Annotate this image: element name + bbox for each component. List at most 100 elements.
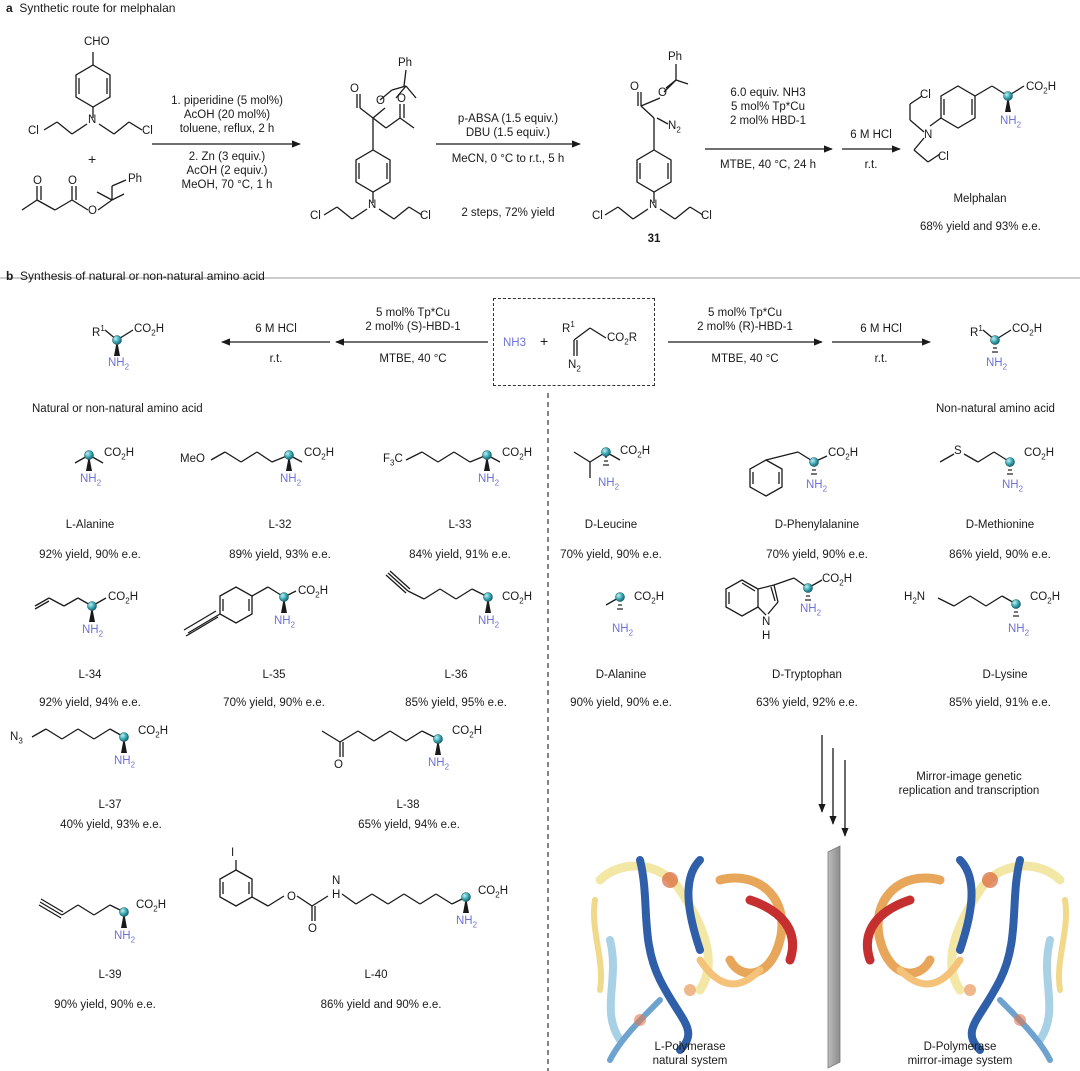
compound-yield: 90% yield, 90% e.e. [570, 697, 672, 709]
compound-name: L-38 [396, 799, 420, 811]
skel-d-leucine [573, 451, 621, 478]
center-diazo-structure [573, 327, 607, 356]
o-atom: O [287, 891, 296, 903]
co2r-group: CO2R [607, 332, 638, 347]
compound-name: D-Methionine [965, 519, 1035, 531]
o-atom: O [308, 923, 317, 935]
n2-group: N2 [668, 120, 681, 135]
n-atom: N [924, 129, 933, 141]
iodo-atom: I [231, 847, 235, 859]
rt-left: r.t. [269, 353, 283, 365]
cl-atom: Cl [592, 210, 603, 222]
skel-l-38 [321, 730, 439, 757]
n-atom: N [368, 199, 377, 211]
reactant-box [493, 298, 655, 386]
mirror-plane [827, 845, 841, 1069]
hcl-left: 6 M HCl [255, 323, 297, 335]
compound-name: L-Alanine [65, 519, 115, 531]
compound-name: L-39 [98, 969, 122, 981]
sm1-cho-label: CHO [84, 36, 110, 48]
co2h-group: CO2H [1012, 323, 1043, 338]
cl-atom: Cl [701, 210, 712, 222]
skel-l-40 [219, 860, 467, 921]
co2h-group: CO2H [134, 323, 165, 338]
nh2-group: NH2 [428, 757, 450, 772]
step4-solvent: MTBE, 40 °C, 24 h [720, 159, 816, 171]
wedge-l-32 [286, 455, 292, 471]
nh2-group: NH2 [1002, 479, 1024, 494]
compound-yield: 92% yield, 90% e.e. [39, 549, 141, 561]
right-caption: Non-natural amino acid [936, 403, 1055, 415]
co2h-group: CO2H [138, 725, 169, 740]
cl-atom: Cl [920, 89, 931, 101]
nh2-group: NH2 [806, 479, 828, 494]
compound-name: L-33 [448, 519, 472, 531]
o-atom: O [88, 205, 97, 217]
nh2-group: NH2 [478, 473, 500, 488]
n-atom: N [88, 114, 97, 126]
r1-group: R1 [562, 320, 575, 335]
compound-yield: 70% yield, 90% e.e. [560, 549, 662, 561]
stereocenter-atoms [84, 91, 1021, 917]
compound-name: L-40 [364, 969, 388, 981]
compound31-structure [604, 64, 704, 220]
intermediate-structure [323, 69, 423, 220]
nh2-group: NH2 [612, 623, 634, 638]
meo-group: MeO [180, 453, 205, 465]
skel-d-lysine [937, 595, 1017, 607]
co2h-group: CO2H [1024, 447, 1055, 462]
nh2-group: NH2 [1000, 115, 1022, 130]
wedge-box-left [114, 340, 120, 356]
left-caption: Natural or non-natural amino acid [32, 403, 203, 415]
wedge-l-36 [485, 597, 491, 613]
s-atom: S [954, 445, 962, 457]
nh2-group: NH2 [114, 930, 136, 945]
wedge-l-alanine [86, 455, 92, 471]
nh2-group: NH2 [280, 473, 302, 488]
compound-yield: 70% yield, 90% e.e. [766, 549, 868, 561]
step3-solvent: MeCN, 0 °C to r.t., 5 h [451, 153, 565, 165]
compound-name: D-Alanine [595, 669, 647, 681]
co2h-group: CO2H [452, 725, 483, 740]
step5-temp: r.t. [864, 159, 878, 171]
step3-yield: 2 steps, 72% yield [461, 207, 555, 219]
compound-name: L-35 [262, 669, 286, 681]
n-atom: N [649, 199, 658, 211]
nh2-group: NH2 [986, 357, 1008, 372]
step2-conditions: 2. Zn (3 equiv.)AcOH (2 equiv.)MeOH, 70 … [181, 151, 273, 191]
nh3-reagent: NH3 [503, 337, 527, 349]
o-atom: O [397, 93, 406, 105]
left-conditions-solvent: MTBE, 40 °C [379, 353, 447, 365]
co2h-group: CO2H [620, 445, 651, 460]
step3-conditions: p-ABSA (1.5 equiv.)DBU (1.5 equiv.) [457, 113, 559, 139]
skel-l-37 [31, 728, 125, 740]
compound-yield: 70% yield, 90% e.e. [223, 697, 325, 709]
wedge-l-37 [121, 737, 127, 753]
cl-atom: Cl [28, 125, 39, 137]
nh2-group: NH2 [800, 603, 822, 618]
nh2-group: NH2 [1008, 623, 1030, 638]
o-atom: O [334, 759, 343, 771]
compound-yield: 86% yield and 90% e.e. [320, 999, 442, 1011]
compound-yield: 40% yield, 93% e.e. [60, 819, 162, 831]
compound-yield: 92% yield, 94% e.e. [39, 697, 141, 709]
compound-name: L-36 [444, 669, 468, 681]
nh2-group: NH2 [114, 755, 136, 770]
compound-yield: 85% yield, 95% e.e. [405, 697, 507, 709]
n3-group: N3 [10, 731, 23, 746]
nh2-group: NH2 [274, 615, 296, 630]
l-polymerase-ribbon [591, 856, 798, 1063]
compound-name: L-37 [98, 799, 122, 811]
step1-conditions: 1. piperidine (5 mol%)AcOH (20 mol%)tolu… [171, 95, 283, 135]
o-atom: O [350, 83, 359, 95]
n2-group: N2 [568, 359, 581, 374]
co2h-group: CO2H [502, 447, 533, 462]
o-atom: O [376, 95, 385, 107]
compound-yield: 89% yield, 93% e.e. [229, 549, 331, 561]
wedge-melphalan [1005, 96, 1011, 112]
panel-b-heading: b Synthesis of natural or non-natural am… [6, 269, 265, 283]
